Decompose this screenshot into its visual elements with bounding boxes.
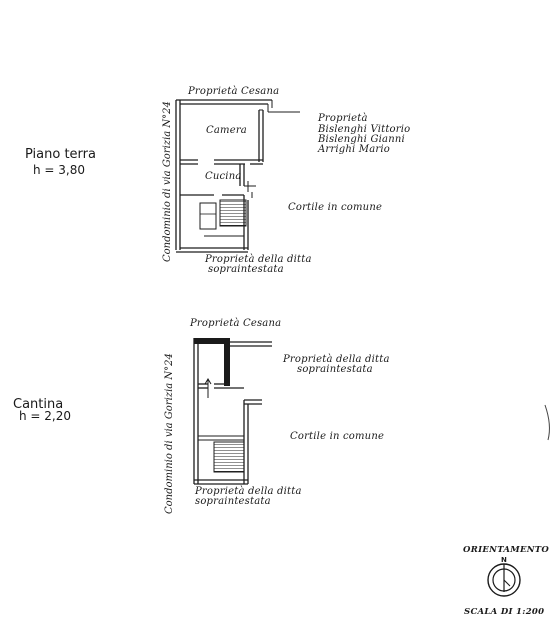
owner-name: Bislenghi Vittorio — [318, 124, 411, 135]
basement-courtyard-label: Cortile in comune — [290, 431, 385, 442]
north-label: N — [501, 556, 507, 564]
basement-side-neighbour-label: Condominio di via Gorizia N°24 — [164, 353, 175, 514]
basement-plan — [193, 338, 272, 485]
scale-label: SCALA DI 1:200 — [464, 607, 545, 617]
compass-symbol — [487, 563, 521, 597]
room-label-camera: Camera — [206, 125, 247, 136]
basement-bottom-label-line2: sopraintestata — [195, 496, 271, 507]
ground-top-neighbour-label: Proprietà Cesana — [188, 86, 280, 97]
owner-name: Bislenghi Gianni — [318, 134, 405, 145]
basement-bottom-label-line1: Proprietà della ditta — [195, 486, 302, 497]
ground-bottom-label-line1: Proprietà della ditta — [205, 254, 312, 265]
basement-top-neighbour-label: Proprietà Cesana — [190, 318, 282, 329]
orientation-label: ORIENTAMENTO — [463, 545, 550, 555]
basement-title: Cantina — [13, 397, 64, 412]
ground-side-neighbour-label: Condominio di via Gorizia N°24 — [162, 101, 173, 262]
room-label-cucina: Cucina — [205, 171, 242, 182]
basement-right-label-line1: Proprietà della ditta — [283, 354, 390, 365]
basement-right-label-line2: sopraintestata — [297, 364, 373, 375]
owners-title: Proprietà — [318, 113, 368, 124]
ground-floor-plan — [175, 99, 300, 253]
ground-bottom-label-line2: sopraintestata — [208, 264, 284, 275]
ground-floor-height: h = 3,80 — [33, 163, 86, 177]
owner-name: Arrighi Mario — [318, 144, 390, 155]
scan-mark — [544, 404, 550, 441]
ground-courtyard-label: Cortile in comune — [288, 202, 383, 213]
ground-floor-title: Piano terra — [25, 147, 96, 162]
basement-height: h = 2,20 — [19, 409, 72, 423]
